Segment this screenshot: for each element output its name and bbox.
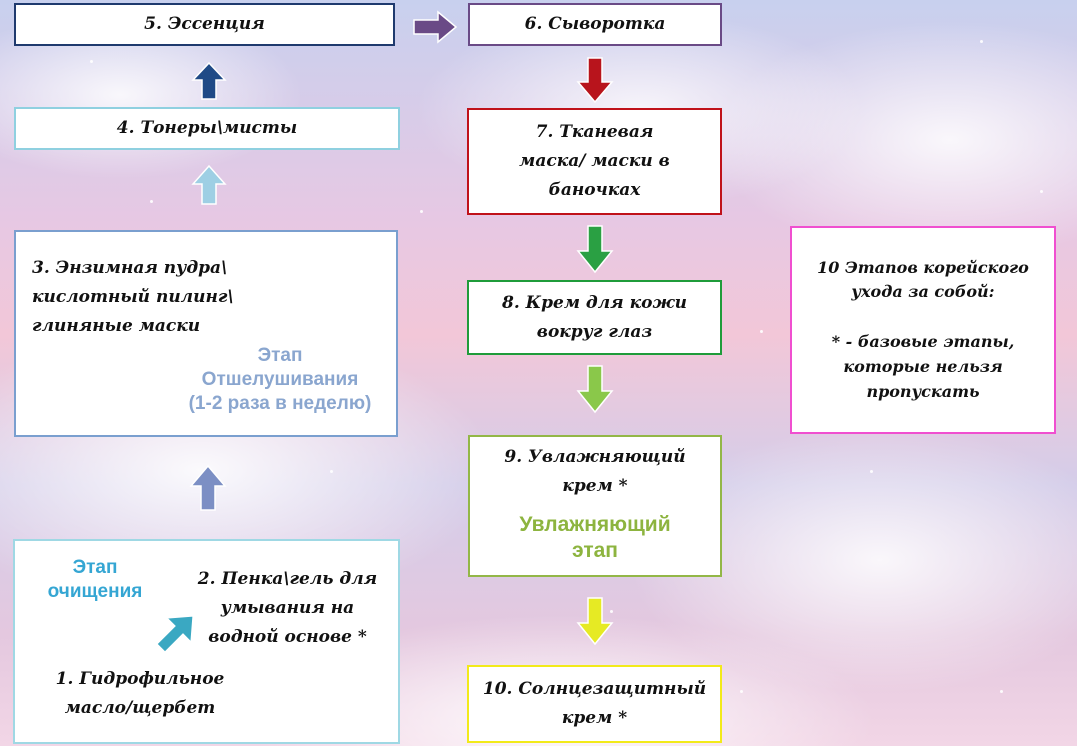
step-1-label: 1. Гидрофильное масло/щербет — [55, 669, 225, 718]
stage-exfoliation-label: Этап Отшелушивания (1-2 раза в неделю) — [188, 345, 372, 414]
step-7-label: 7. Тканевая маска/ маски в баночках — [519, 122, 670, 200]
step-10-label: 10. Солнцезащитный крем * — [482, 679, 707, 728]
step-9-label: 9. Увлажняющий крем * — [504, 447, 686, 496]
step-3-exfoliation: 3. Энзимная пудра\ кислотный пилинг\ гли… — [14, 230, 398, 437]
arrow-up-3-to-4 — [191, 164, 227, 205]
step-7-sheet-mask: 7. Тканевая маска/ маски в баночках — [467, 108, 722, 215]
cleansing-stage-box: 2. Пенка\гель для умывания на водной осн… — [13, 539, 400, 744]
step-4-label: 4. Тонеры\мисты — [116, 118, 298, 139]
arrow-right-5-to-6 — [413, 10, 458, 44]
step-9-moisturizer: 9. Увлажняющий крем * — [468, 435, 722, 577]
arrow-diagonal-1-to-2 — [156, 615, 194, 653]
stage-moisturizing-label: Увлажняющий этап — [519, 513, 671, 563]
arrow-down-7-to-8 — [576, 225, 614, 274]
step-6-label: 6. Сыворотка — [524, 14, 666, 35]
legend-box: 10 Этапов корейского ухода за собой: * -… — [790, 226, 1056, 434]
arrow-down-8-to-9 — [576, 365, 614, 414]
legend-text: 10 Этапов корейского ухода за собой: * -… — [817, 257, 1029, 401]
arrow-up-4-to-5 — [191, 61, 227, 100]
stage-cleansing-label: Этап очищения — [47, 557, 143, 602]
step-4-toners: 4. Тонеры\мисты — [14, 107, 400, 150]
step-8-label: 8. Крем для кожи вокруг глаз — [501, 292, 688, 342]
arrow-down-6-to-7 — [576, 57, 614, 104]
step-6-serum: 6. Сыворотка — [468, 3, 722, 46]
step-5-essence: 5. Эссенция — [14, 3, 395, 46]
step-5-label: 5. Эссенция — [144, 14, 265, 35]
step-2-label: 2. Пенка\гель для умывания на водной осн… — [197, 569, 378, 647]
step-10-sunscreen: 10. Солнцезащитный крем * — [467, 665, 722, 743]
step-8-eye-cream: 8. Крем для кожи вокруг глаз — [467, 280, 722, 355]
arrow-down-9-to-10 — [576, 597, 614, 646]
arrow-up-2-to-3 — [189, 464, 227, 511]
step-3-label: 3. Энзимная пудра\ кислотный пилинг\ гли… — [32, 258, 234, 336]
